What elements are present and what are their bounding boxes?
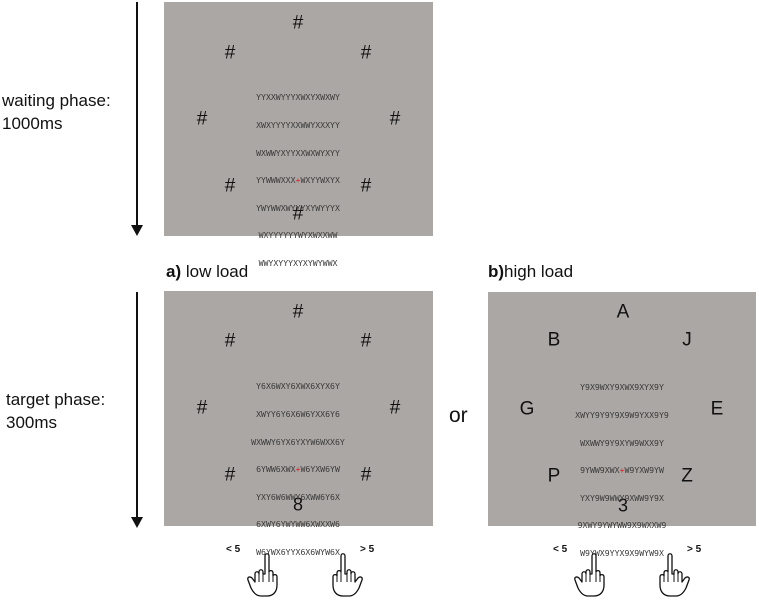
symbol-top-right: # bbox=[360, 42, 372, 64]
letter-top-left: B bbox=[547, 329, 561, 351]
grid-row: YXY6W6WWY6XWW6Y6X bbox=[256, 491, 340, 502]
grid-row: XWYY6Y6X6W6YXX6Y6 bbox=[256, 409, 340, 420]
letter-right: E bbox=[710, 398, 724, 420]
symbol-left: # bbox=[196, 108, 208, 130]
target-phase-label: target phase: 300ms bbox=[6, 388, 105, 434]
symbol-top-left: # bbox=[224, 330, 236, 352]
grid-row: 6XWY6YWYWW6XWXXW6 bbox=[256, 519, 340, 530]
grid-row: WWYXYYYXYXYWYWWX bbox=[258, 258, 338, 269]
grid-row: YYWWWXXX+WXYYWXYX bbox=[256, 175, 340, 186]
fixation-cross: + bbox=[295, 175, 301, 186]
symbol-top-left: # bbox=[224, 42, 236, 64]
low-load-display: # # # # # # # 8 Y6X6WXY6XWX6XYX6Y XWYY6Y… bbox=[164, 291, 433, 557]
grid-row: W6YWX6YYX6X6WYW6X bbox=[256, 547, 340, 558]
hand-pointing-icon bbox=[247, 553, 278, 597]
symbol-bottom-right: # bbox=[360, 464, 372, 486]
response-greater-label: > 5 bbox=[360, 544, 375, 555]
target-phase-duration: 300ms bbox=[6, 413, 58, 432]
high-load-label: b)high load bbox=[488, 262, 573, 282]
grid-row: WXWWYXYYXXWXWYXYY bbox=[256, 147, 340, 158]
grid-row: WXWWY9Y9XYW9WXX9Y bbox=[580, 437, 664, 448]
waiting-phase-duration: 1000ms bbox=[2, 114, 63, 133]
waiting-display: # # # # # # # # YYXXWYYYXWXYXWXWY XWXYYY… bbox=[164, 2, 433, 268]
waiting-phase-label: waiting phase: 1000ms bbox=[2, 89, 111, 135]
grid-row: 9YWW9XWX+W9YXW9YW bbox=[580, 465, 664, 476]
letter-grid: YYXXWYYYXWXYXWXWY XWXYYYYXXWWYXXXYY WXWW… bbox=[256, 75, 340, 287]
hand-pointing-icon bbox=[332, 553, 363, 597]
down-arrow-icon bbox=[131, 2, 143, 236]
letter-grid: Y6X6WXY6XWX6XYX6Y XWYY6Y6X6W6YXX6Y6 WXWW… bbox=[251, 364, 345, 576]
high-load-title: high load bbox=[504, 262, 574, 281]
target-digit: 8 bbox=[292, 494, 303, 515]
letter-top: A bbox=[616, 301, 630, 323]
symbol-top-right: # bbox=[360, 330, 372, 352]
letter-bottom-right: Z bbox=[681, 465, 693, 487]
grid-row: W9YWX9YYX9X9WYW9X bbox=[580, 548, 664, 559]
grid-row: YYXXWYYYXWXYXWXWY bbox=[256, 92, 340, 103]
symbol-left: # bbox=[196, 397, 208, 419]
grid-row: XWYY9Y9Y9X9W9YXX9Y9 bbox=[575, 410, 669, 421]
fixation-cross: + bbox=[619, 465, 625, 476]
low-load-title: low load bbox=[181, 262, 249, 281]
grid-row: 9XWY9YWYWW9X9WXXW9 bbox=[577, 520, 667, 531]
letter-left: G bbox=[519, 398, 535, 420]
target-phase-title: target phase: bbox=[6, 390, 106, 409]
symbol-bottom-left: # bbox=[224, 464, 236, 486]
grid-row: Y9X9WXY9XWX9XYX9Y bbox=[580, 382, 664, 393]
grid-row: Y6X6WXY6XWX6XYX6Y bbox=[256, 381, 340, 392]
letter-bottom-left: P bbox=[547, 465, 561, 487]
response-greater-label: > 5 bbox=[687, 544, 702, 555]
symbol-bottom: # bbox=[292, 203, 304, 225]
grid-row: 6YWW6XWX+W6YXW6YW bbox=[256, 464, 340, 475]
response-less-label: < 5 bbox=[226, 544, 241, 555]
grid-row: XWXYYYYXXWWYXXXYY bbox=[256, 120, 340, 131]
low-load-prefix: a) bbox=[166, 262, 182, 281]
hand-pointing-icon bbox=[659, 553, 690, 597]
hand-pointing-icon bbox=[574, 553, 605, 597]
high-load-display: A J E Z 3 P G B Y9X9WXY9XWX9XYX9Y XWYY9Y… bbox=[488, 292, 756, 558]
high-load-prefix: b) bbox=[488, 262, 505, 281]
symbol-bottom-left: # bbox=[224, 175, 236, 197]
grid-row: WXWWY6YX6YXYW6WXX6Y bbox=[251, 436, 345, 447]
symbol-right: # bbox=[389, 397, 401, 419]
fixation-cross: + bbox=[295, 464, 301, 475]
symbol-top: # bbox=[292, 301, 304, 323]
symbol-bottom-right: # bbox=[360, 175, 372, 197]
waiting-phase-title: waiting phase: bbox=[2, 91, 111, 110]
letter-top-right: J bbox=[682, 329, 692, 351]
down-arrow-icon bbox=[131, 292, 143, 528]
low-load-label: a) low load bbox=[166, 262, 248, 282]
grid-row: YXY9W9WWY9XWW9Y9X bbox=[580, 492, 664, 503]
symbol-top: # bbox=[292, 12, 304, 34]
grid-row: WXYYYYYYWYXWXXWW bbox=[258, 230, 338, 241]
symbol-right: # bbox=[389, 108, 401, 130]
letter-grid: Y9X9WXY9XWX9XYX9Y XWYY9Y9Y9X9W9YXX9Y9 WX… bbox=[575, 365, 669, 577]
target-digit: 3 bbox=[617, 495, 628, 516]
response-less-label: < 5 bbox=[553, 544, 568, 555]
grid-row: YWYWWXWYYYXYWYYYX bbox=[256, 202, 340, 213]
or-label: or bbox=[449, 404, 468, 427]
